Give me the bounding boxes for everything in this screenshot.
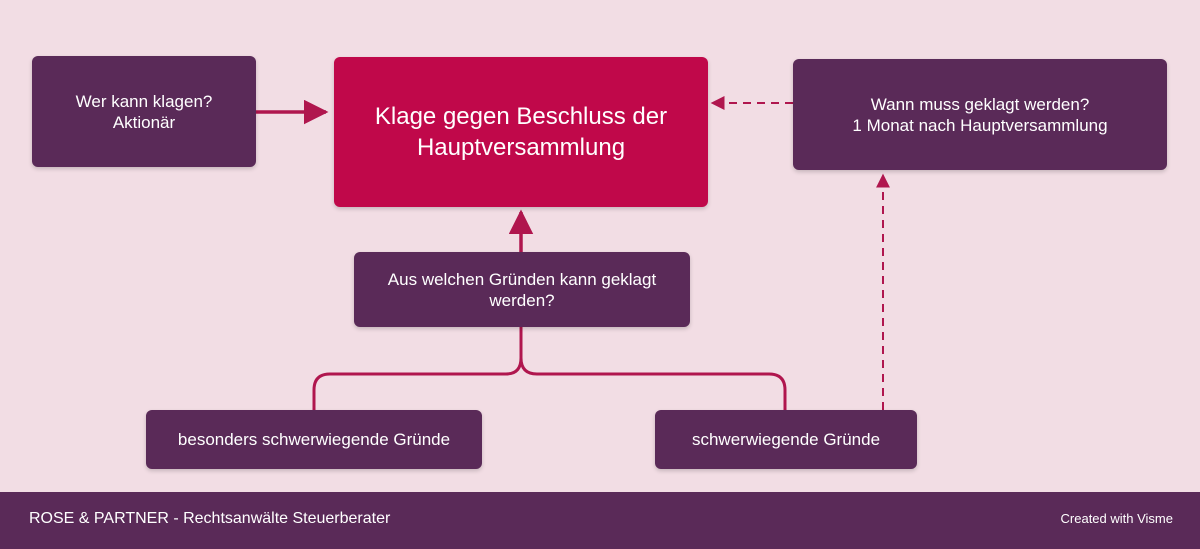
node-especially-serious-reasons: besonders schwerwiegende Gründe [146,410,482,469]
node-serious-line-1: schwerwiegende Gründe [691,430,881,449]
node-when-line-1: Wann muss geklagt werden? [870,94,1090,114]
node-when-to-sue: Wann muss geklagt werden? 1 Monat nach H… [793,59,1167,170]
edge-special-to-why [312,327,523,410]
node-who-line-1: Wer kann klagen? [75,91,213,111]
node-who-line-2: Aktionär [112,112,176,132]
node-reasons: Aus welchen Gründen kann geklagt werden? [354,252,690,327]
node-serious-reasons: schwerwiegende Gründe [655,410,917,469]
footer-bar: ROSE & PARTNER - Rechtsanwälte Steuerber… [0,492,1200,549]
node-when-line-2: 1 Monat nach Hauptversammlung [852,115,1108,135]
node-main-claim: Klage gegen Beschluss der Hauptversammlu… [334,57,708,207]
node-who-can-sue: Wer kann klagen? Aktionär [32,56,256,167]
node-main-line-2: Hauptversammlung [416,134,626,161]
node-main-line-1: Klage gegen Beschluss der [374,103,668,130]
footer-credit: Created with Visme [1060,511,1173,526]
node-special-line-1: besonders schwerwiegende Gründe [177,430,451,449]
node-why-line-1: Aus welchen Gründen kann geklagt [387,269,657,289]
footer-company-name: ROSE & PARTNER - Rechtsanwälte Steuerber… [29,510,391,527]
node-why-line-2: werden? [489,290,555,310]
edge-serious-to-why [519,357,787,410]
